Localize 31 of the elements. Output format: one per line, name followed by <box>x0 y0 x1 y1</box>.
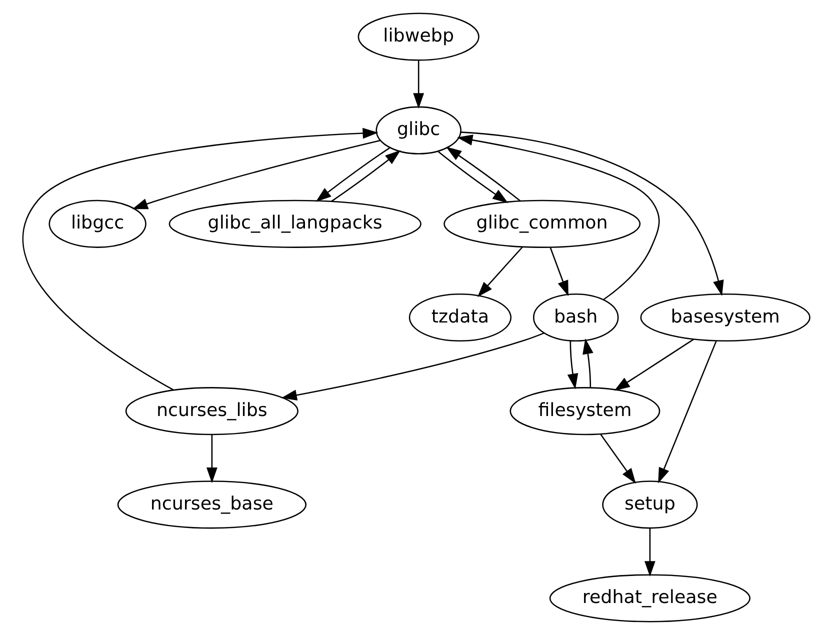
arrow <box>445 146 520 202</box>
node-ellipse: bash <box>532 293 618 342</box>
node-ellipse: libwebp <box>357 12 479 61</box>
node-ellipse: setup <box>602 480 698 529</box>
arrow <box>315 147 390 202</box>
arrow <box>566 340 578 390</box>
arrow <box>582 338 593 388</box>
arrow <box>460 132 724 296</box>
node-ellipse: ncurses_base <box>116 480 306 529</box>
node-ellipse: tzdata <box>408 293 511 342</box>
arrow <box>549 247 568 296</box>
node-ellipse: glibc_all_langpacks <box>168 200 421 248</box>
node-ellipse: basesystem <box>640 293 810 342</box>
node-ellipse: redhat_release <box>548 574 750 622</box>
arrow <box>330 150 400 202</box>
arrow <box>456 134 660 300</box>
arrow <box>614 338 694 391</box>
arrow <box>644 528 655 577</box>
arrow <box>132 140 380 210</box>
node-ellipse: filesystem <box>509 387 660 436</box>
node-ellipse: libgcc <box>48 200 146 248</box>
node-ellipse: glibc <box>375 106 461 154</box>
arrow <box>476 246 522 298</box>
arrow <box>22 128 378 390</box>
arrow <box>412 60 424 109</box>
arrow <box>280 332 544 401</box>
arrow <box>658 340 716 484</box>
arrow <box>600 434 636 484</box>
arrow <box>206 434 217 484</box>
arrow <box>437 150 508 204</box>
node-ellipse: glibc_common <box>443 200 640 248</box>
